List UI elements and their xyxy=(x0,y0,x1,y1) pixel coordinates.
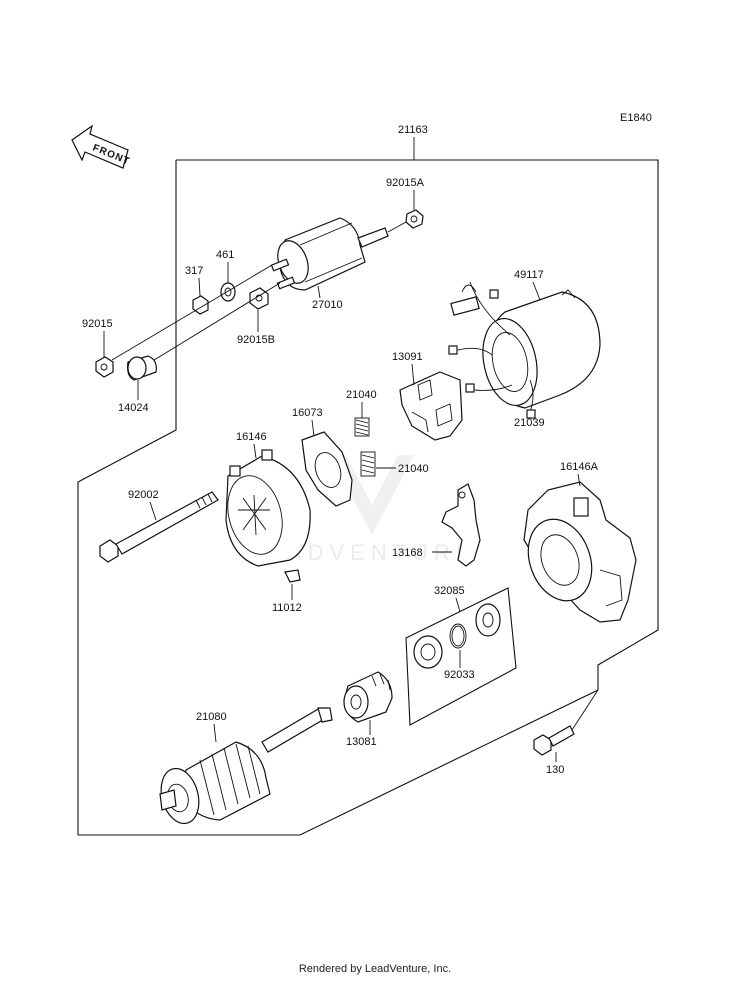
clutch-plate xyxy=(475,603,501,637)
yoke-49117 xyxy=(457,281,601,413)
clip-11012 xyxy=(284,569,301,583)
leader-92002 xyxy=(149,501,157,521)
part-label-16146A: 16146A xyxy=(560,461,599,473)
leader-130-frame xyxy=(571,689,599,731)
leader-terminal-b xyxy=(145,282,281,366)
bolt-92002 xyxy=(99,491,219,563)
brush-a xyxy=(489,289,499,299)
solenoid-27010 xyxy=(270,217,389,291)
part-label-32085: 32085 xyxy=(434,585,465,597)
part-label-27010: 27010 xyxy=(312,299,343,311)
lever-13168 xyxy=(441,483,481,567)
leader-27010 xyxy=(317,285,321,299)
part-label-11012: 11012 xyxy=(272,602,302,614)
part-label-317: 317 xyxy=(185,265,203,277)
brush-b xyxy=(448,345,458,355)
retainer-ring-92033 xyxy=(449,623,467,649)
part-label-13091: 13091 xyxy=(392,351,423,363)
front-arrow-icon: FRONT xyxy=(71,124,132,169)
part-label-92002: 92002 xyxy=(128,489,159,501)
diagram-code: E1840 xyxy=(620,112,652,124)
ring-gear xyxy=(413,635,443,669)
bolt-130 xyxy=(533,725,575,756)
part-label-21040-upper: 21040 xyxy=(346,389,377,401)
pinion-13081 xyxy=(343,671,393,723)
cap-14024 xyxy=(127,355,157,381)
nut-92015A xyxy=(405,209,424,229)
leader-16146 xyxy=(253,443,257,459)
part-label-21080: 21080 xyxy=(196,711,227,723)
front-housing-16146A xyxy=(523,481,637,623)
leader-terminal-a xyxy=(111,264,273,361)
part-label-13168: 13168 xyxy=(392,547,423,559)
part-label-21163: 21163 xyxy=(398,124,428,136)
washer-461 xyxy=(220,282,236,302)
nut-317 xyxy=(192,295,209,315)
leader-317 xyxy=(198,277,201,297)
part-label-92015: 92015 xyxy=(82,318,113,330)
brush-lead-tab xyxy=(450,296,480,316)
assembly-frame xyxy=(77,159,659,836)
brush-c xyxy=(465,383,475,393)
leader-nut-to-solenoid xyxy=(387,221,407,233)
rear-cover-16146 xyxy=(225,449,311,567)
part-label-16073: 16073 xyxy=(292,407,323,419)
kit-32085-box xyxy=(405,587,517,726)
plate-16073 xyxy=(301,431,353,507)
part-label-14024: 14024 xyxy=(118,402,149,414)
part-label-92015A: 92015A xyxy=(386,177,425,189)
part-label-21040-lower: 21040 xyxy=(398,463,429,475)
leader-49117 xyxy=(532,281,541,301)
part-label-130: 130 xyxy=(546,764,564,776)
footer-credit: Rendered by LeadVenture, Inc. xyxy=(298,963,452,975)
brush-d xyxy=(526,409,536,419)
leader-13091 xyxy=(411,363,415,386)
leader-16073 xyxy=(311,419,315,437)
part-label-21039: 21039 xyxy=(514,417,545,429)
nut-92015 xyxy=(95,356,114,378)
leader-21080 xyxy=(213,723,217,743)
brush-holder-13091 xyxy=(399,371,463,441)
part-label-16146: 16146 xyxy=(236,431,267,443)
leader-16146A xyxy=(577,473,581,487)
spring-21040-upper xyxy=(354,417,370,437)
spring-21040-lower xyxy=(360,451,376,477)
part-label-92015B: 92015B xyxy=(237,334,275,346)
nut-92015B xyxy=(249,287,269,310)
part-label-49117: 49117 xyxy=(514,269,544,281)
part-label-92033: 92033 xyxy=(444,669,475,681)
part-label-461: 461 xyxy=(216,249,234,261)
armature-21080 xyxy=(159,707,333,825)
leader-32085 xyxy=(455,597,461,613)
part-label-13081: 13081 xyxy=(346,736,377,748)
